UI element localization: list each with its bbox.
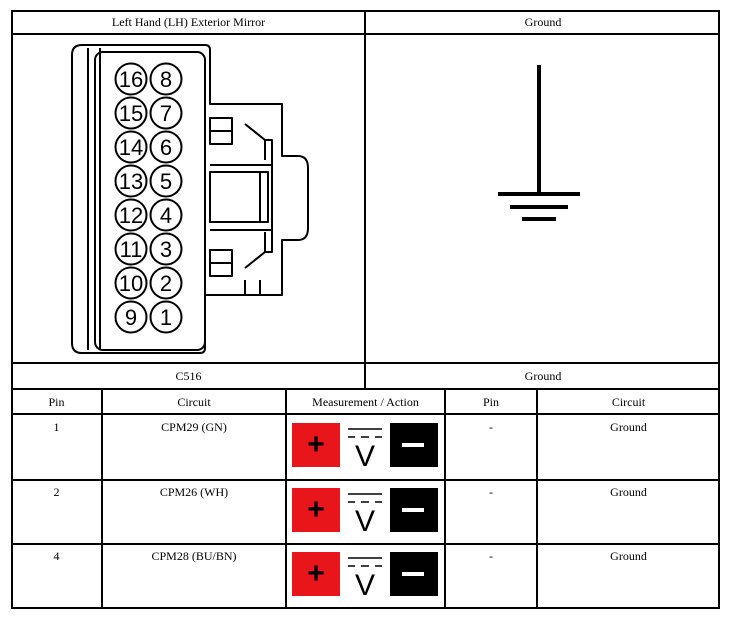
dc-voltage-icon: V: [355, 440, 375, 469]
connector-pin-10: 10: [114, 266, 148, 300]
plus-symbol: +: [307, 493, 325, 526]
divider: [536, 388, 538, 609]
row-pin-2: -: [489, 549, 493, 563]
ground-symbol-icon: [498, 65, 580, 221]
connector-pin-label: 3: [160, 237, 172, 262]
connector-pin-13: 13: [114, 164, 148, 198]
connector-pin-label: 15: [119, 101, 143, 126]
minus-symbol: [402, 508, 424, 512]
col-header-circuit-2: Circuit: [611, 395, 646, 409]
row-circuit-2: Ground: [610, 549, 647, 563]
row-pin: 2: [53, 485, 60, 499]
connector-pin-4: 4: [149, 198, 183, 232]
connector-pin-label: 5: [160, 169, 172, 194]
plus-symbol: +: [307, 428, 325, 461]
positive-probe-icon: [292, 552, 340, 596]
col-header-measurement: Measurement / Action: [312, 395, 419, 409]
connector-pin-14: 14: [114, 130, 148, 164]
divider: [11, 413, 720, 415]
connector-pin-label: 2: [160, 271, 172, 296]
connector-pin-7: 7: [149, 96, 183, 130]
row-circuit-2: Ground: [610, 485, 647, 499]
connector-pin-12: 12: [114, 198, 148, 232]
divider: [101, 388, 103, 609]
divider: [444, 388, 446, 609]
row-circuit: CPM29 (GN): [161, 420, 227, 434]
meter-symbol-row-1: + V: [292, 421, 440, 473]
connector-pin-label: 13: [119, 169, 143, 194]
row-circuit: CPM26 (WH): [159, 485, 229, 499]
col-header-pin: Pin: [48, 395, 65, 409]
connector-pin-3: 3: [149, 232, 183, 266]
connector-pin-label: 7: [160, 101, 172, 126]
connector-pin-label: 1: [160, 305, 172, 330]
positive-probe-icon: [292, 488, 340, 532]
row-pin-2: -: [489, 420, 493, 434]
connector-pin-15: 15: [114, 96, 148, 130]
connector-id: C516: [175, 369, 202, 383]
connector-pin-2: 2: [149, 266, 183, 300]
dc-voltage-icon: V: [355, 505, 375, 534]
connector-pin-label: 6: [160, 135, 172, 160]
connector-pin-label: 9: [125, 305, 137, 330]
connector-pin-5: 5: [149, 164, 183, 198]
divider: [285, 388, 287, 609]
connector-pin-label: 4: [160, 203, 172, 228]
connector-pin-6: 6: [149, 130, 183, 164]
positive-probe-icon: [292, 423, 340, 467]
ground-id: Ground: [524, 369, 562, 383]
minus-symbol: [402, 572, 424, 576]
table-border-bottom: [11, 607, 720, 609]
plus-symbol: +: [307, 557, 325, 590]
connector-pin-11: 11: [114, 232, 148, 266]
ground-title: Ground: [524, 15, 562, 29]
divider: [11, 543, 720, 545]
divider: [11, 479, 720, 481]
meter-symbol-row-3: + V: [292, 550, 440, 602]
connector-pin-9: 9: [114, 300, 148, 334]
connector-pin-16: 16: [114, 62, 148, 96]
minus-symbol: [402, 443, 424, 447]
row-circuit: CPM28 (BU/BN): [151, 549, 237, 563]
connector-pin-1: 1: [149, 300, 183, 334]
connector-pin-8: 8: [149, 62, 183, 96]
meter-symbol-row-2: + V: [292, 486, 440, 538]
connector-pin-label: 16: [119, 67, 143, 92]
col-header-pin-2: Pin: [482, 395, 499, 409]
dc-voltage-icon: V: [355, 569, 375, 598]
row-pin-2: -: [489, 485, 493, 499]
connector-title: Left Hand (LH) Exterior Mirror: [111, 15, 266, 29]
row-circuit-2: Ground: [610, 420, 647, 434]
connector-pin-label: 10: [119, 271, 143, 296]
col-header-circuit: Circuit: [177, 395, 211, 409]
table-border-right: [718, 10, 720, 609]
table-border-left: [11, 10, 13, 609]
connector-pin-label: 14: [119, 135, 143, 160]
connector-pin-label: 12: [119, 203, 143, 228]
pinout-table: [11, 10, 720, 609]
connector-pin-label: 8: [160, 67, 172, 92]
connector-pin-label: 11: [120, 237, 143, 262]
row-pin: 1: [53, 420, 60, 434]
row-pin: 4: [53, 549, 60, 563]
divider: [364, 10, 366, 390]
